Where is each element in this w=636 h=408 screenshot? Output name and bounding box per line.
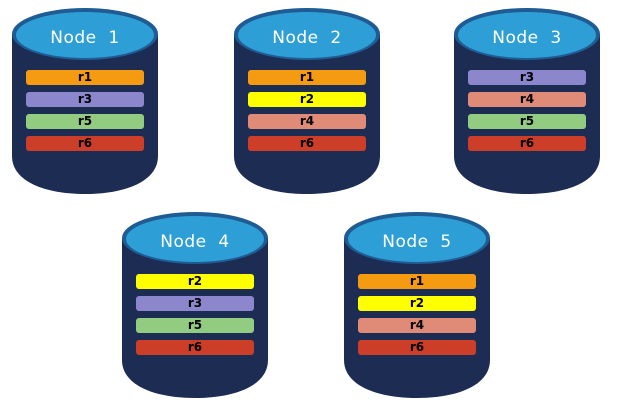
- replica-list: r1 r2 r4 r6: [342, 274, 492, 362]
- replica-bar[interactable]: r5: [26, 114, 144, 129]
- replica-bar[interactable]: r4: [468, 92, 586, 107]
- replica-bar[interactable]: r6: [468, 136, 586, 151]
- replica-bar[interactable]: r6: [248, 136, 366, 151]
- replica-bar[interactable]: r6: [358, 340, 476, 355]
- database-node[interactable]: Node 1 r1 r3 r5 r6: [10, 6, 160, 196]
- replica-list: r1 r2 r4 r6: [232, 70, 382, 158]
- replica-bar[interactable]: r6: [136, 340, 254, 355]
- replica-bar[interactable]: r2: [136, 274, 254, 289]
- node-label: Node 5: [382, 232, 452, 252]
- replica-list: r1 r3 r5 r6: [10, 70, 160, 158]
- replica-bar[interactable]: r2: [248, 92, 366, 107]
- replica-bar[interactable]: r2: [358, 296, 476, 311]
- replica-bar[interactable]: r3: [26, 92, 144, 107]
- database-node[interactable]: Node 3 r3 r4 r5 r6: [452, 6, 602, 196]
- replica-bar[interactable]: r4: [248, 114, 366, 129]
- cylinder-top: [16, 12, 154, 58]
- node-label: Node 3: [492, 28, 562, 48]
- cylinder-top: [348, 216, 486, 262]
- database-node[interactable]: Node 2 r1 r2 r4 r6: [232, 6, 382, 196]
- database-node[interactable]: Node 5 r1 r2 r4 r6: [342, 210, 492, 400]
- replica-bar[interactable]: r1: [248, 70, 366, 85]
- replica-bar[interactable]: r1: [358, 274, 476, 289]
- cylinder-top: [126, 216, 264, 262]
- replica-list: r2 r3 r5 r6: [120, 274, 270, 362]
- replica-bar[interactable]: r6: [26, 136, 144, 151]
- node-label: Node 4: [160, 232, 230, 252]
- replica-bar[interactable]: r3: [468, 70, 586, 85]
- replica-bar[interactable]: r1: [26, 70, 144, 85]
- database-node[interactable]: Node 4 r2 r3 r5 r6: [120, 210, 270, 400]
- cylinder-top: [238, 12, 376, 58]
- replica-bar[interactable]: r5: [468, 114, 586, 129]
- node-label: Node 1: [50, 28, 120, 48]
- node-label: Node 2: [272, 28, 342, 48]
- replica-bar[interactable]: r5: [136, 318, 254, 333]
- replica-list: r3 r4 r5 r6: [452, 70, 602, 158]
- replica-bar[interactable]: r4: [358, 318, 476, 333]
- replica-bar[interactable]: r3: [136, 296, 254, 311]
- cylinder-top: [458, 12, 596, 58]
